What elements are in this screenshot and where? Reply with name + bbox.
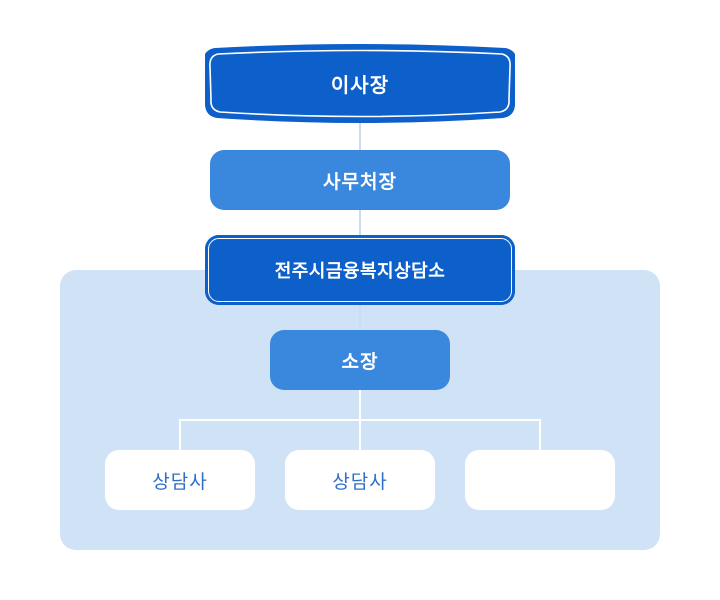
- counselor-node-2: 상담사: [285, 450, 435, 510]
- counselor-label-2: 상담사: [332, 470, 388, 493]
- chairman-node: 이사장: [205, 43, 515, 123]
- counselor-node-3: [465, 450, 615, 510]
- chairman-shape: [205, 44, 515, 123]
- financial-welfare-center-node: 전주시금융복지상담소: [205, 235, 515, 305]
- counselor-node-1: 상담사: [105, 450, 255, 510]
- chairman-label: 이사장: [330, 72, 390, 97]
- secretary-general-node: 사무처장: [210, 150, 510, 210]
- director-label: 소장: [341, 350, 379, 373]
- secretary-general-label: 사무처장: [323, 170, 397, 193]
- director-node: 소장: [270, 330, 450, 390]
- counselor-label-1: 상담사: [152, 470, 208, 493]
- financial-welfare-center-label: 전주시금융복지상담소: [274, 261, 446, 282]
